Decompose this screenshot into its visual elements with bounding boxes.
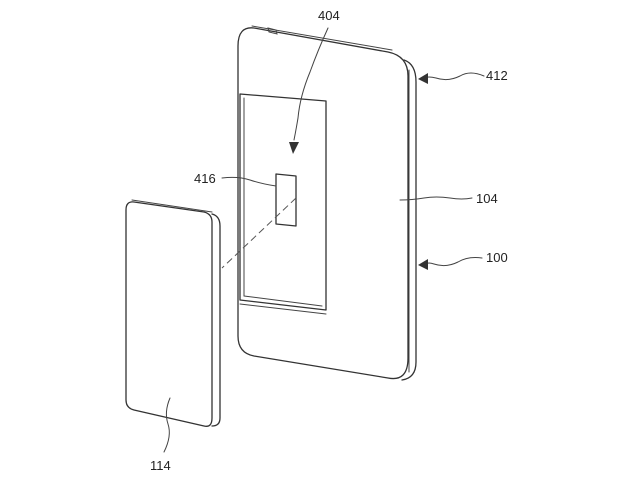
arrowhead-100: [418, 259, 428, 270]
leader-416: [221, 176, 277, 187]
label-416: 416: [194, 171, 216, 186]
arrowhead-412: [418, 73, 428, 84]
cavity-bottom-edge: [239, 303, 327, 315]
label-104: 104: [476, 191, 498, 206]
leader-404: [293, 27, 329, 141]
label-100: 100: [486, 250, 508, 265]
module-front-face: [125, 201, 213, 427]
leader-412: [423, 72, 485, 81]
connector-rect: [275, 173, 297, 227]
module-side-edge: [211, 213, 221, 427]
device-button: [267, 27, 278, 35]
device-front-face: [237, 27, 409, 380]
alignment-dashed-line: [221, 197, 297, 269]
label-114: 114: [150, 458, 171, 473]
leader-100: [425, 257, 483, 267]
leader-114: [163, 397, 171, 453]
leader-104: [399, 196, 473, 201]
recessed-cavity: [239, 93, 327, 315]
module-top-edge: [131, 199, 213, 213]
device-side-edge: [401, 59, 417, 381]
label-404: 404: [318, 8, 340, 23]
cavity-outline: [239, 93, 327, 311]
label-412: 412: [486, 68, 508, 83]
device-housing: [237, 25, 417, 381]
arrowhead-404: [289, 142, 299, 154]
cavity-bottom-wall: [243, 295, 323, 307]
removable-module: [125, 199, 221, 427]
connector-component: [275, 173, 297, 227]
